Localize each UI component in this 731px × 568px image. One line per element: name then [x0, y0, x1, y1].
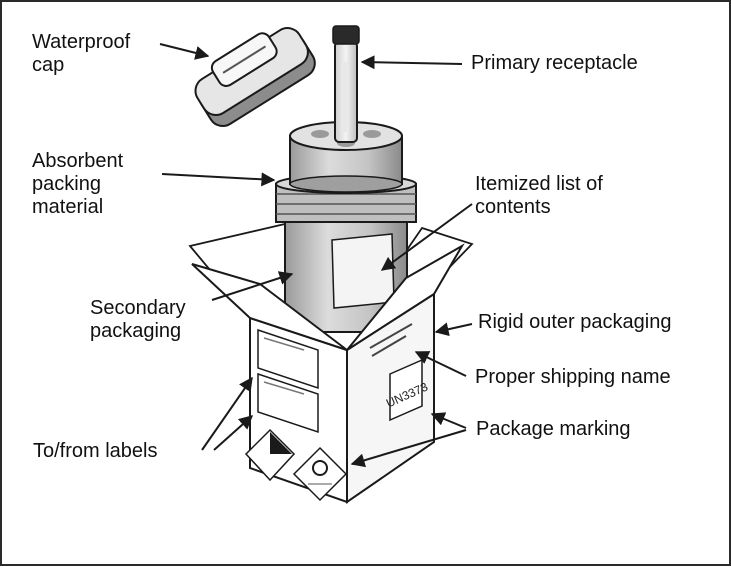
label-waterproof-cap: Waterproof cap: [32, 31, 131, 76]
arrow-secondary-packaging: [211, 271, 294, 301]
label-to-from-labels: To/from labels: [33, 440, 158, 462]
label-package-marking: Package marking: [476, 418, 631, 440]
arrow-absorbent-packing: [161, 172, 276, 187]
to-from-label-graphics: [257, 328, 319, 434]
arrow-to-from-labels-1: [201, 376, 253, 451]
primary-receptacle-graphic: [332, 25, 360, 143]
un-marking-graphic: [389, 358, 423, 422]
arrow-proper-shipping-name: [414, 351, 467, 377]
callout-arrows: [159, 43, 473, 468]
label-primary-receptacle: Primary receptacle: [471, 52, 638, 74]
shipping-name-print: [369, 323, 413, 357]
arrow-package-marking-2: [350, 429, 467, 468]
waterproof-cap-graphic: [194, 27, 316, 128]
arrow-to-from-labels-2: [213, 415, 254, 451]
arrow-itemized-list: [380, 203, 473, 271]
arrow-waterproof-cap: [159, 43, 210, 60]
hazard-label-graphics: [244, 428, 348, 502]
arrow-rigid-outer-packaging: [434, 322, 473, 337]
label-itemized-list: Itemized list of contents: [475, 173, 603, 218]
label-proper-shipping-name: Proper shipping name: [475, 366, 671, 388]
arrow-primary-receptacle: [360, 55, 463, 70]
label-rigid-outer-packaging: Rigid outer packaging: [478, 311, 672, 333]
label-secondary-packaging: Secondary packaging: [90, 297, 186, 342]
label-absorbent-packing-material: Absorbent packing material: [32, 150, 124, 218]
arrow-package-marking-1: [430, 412, 467, 429]
